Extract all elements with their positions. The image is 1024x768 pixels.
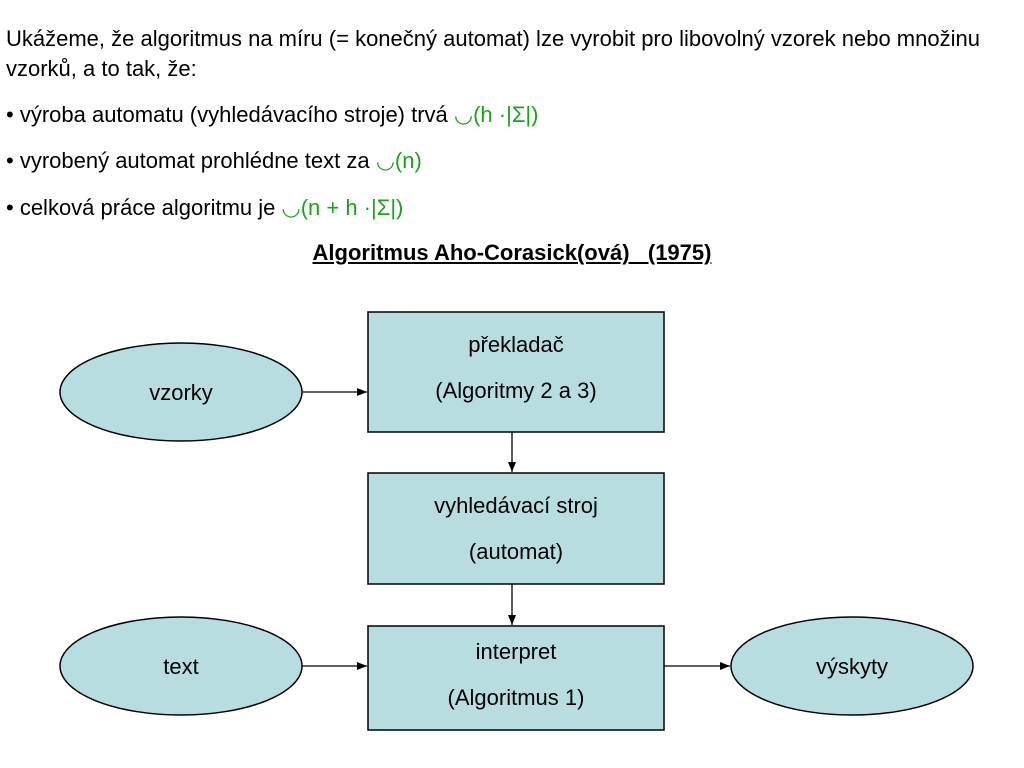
- bullet-total-work: • celková práce algoritmu je ◡(n + h ·|Σ…: [6, 193, 403, 223]
- interpret-label: interpret: [476, 639, 557, 664]
- bullet-scan-time: • vyrobený automat prohlédne text za ◡(n…: [6, 146, 422, 176]
- stroj-label: vyhledávací stroj: [434, 493, 598, 518]
- interpret-sublabel: (Algoritmus 1): [448, 685, 585, 710]
- vyskyty-ellipse: [730, 616, 974, 716]
- bullet-text: • výroba automatu (vyhledávacího stroje)…: [6, 102, 454, 127]
- vzorky-label: vzorky: [149, 380, 213, 405]
- prekladac-label: překladač: [468, 332, 563, 357]
- stroj-box: [367, 472, 665, 585]
- bullet-formula: (n + h ·|Σ|): [300, 195, 404, 220]
- text-label: text: [163, 654, 198, 679]
- bullet-text: • vyrobený automat prohlédne text za: [6, 148, 376, 173]
- cup-symbol: ◡: [453, 102, 474, 127]
- bullet-build-time: • výroba automatu (vyhledávacího stroje)…: [6, 100, 538, 130]
- stroj-sublabel: (automat): [469, 539, 563, 564]
- interpret-box: [367, 625, 665, 731]
- cup-symbol: ◡: [375, 148, 395, 173]
- bullet-formula: (n): [394, 148, 422, 173]
- prekladac-sublabel: (Algoritmy 2 a 3): [435, 378, 596, 403]
- prekladac-box: [367, 311, 665, 433]
- section-title: Algoritmus Aho-Corasick(ová) (1975): [312, 240, 712, 265]
- cup-symbol: ◡: [281, 195, 301, 220]
- intro-paragraph: Ukážeme, že algoritmus na míru (= konečn…: [6, 26, 980, 81]
- bullet-text: • celková práce algoritmu je: [6, 195, 282, 220]
- bullet-formula: (h ·|Σ|): [473, 102, 539, 127]
- vyskyty-label: výskyty: [816, 654, 888, 679]
